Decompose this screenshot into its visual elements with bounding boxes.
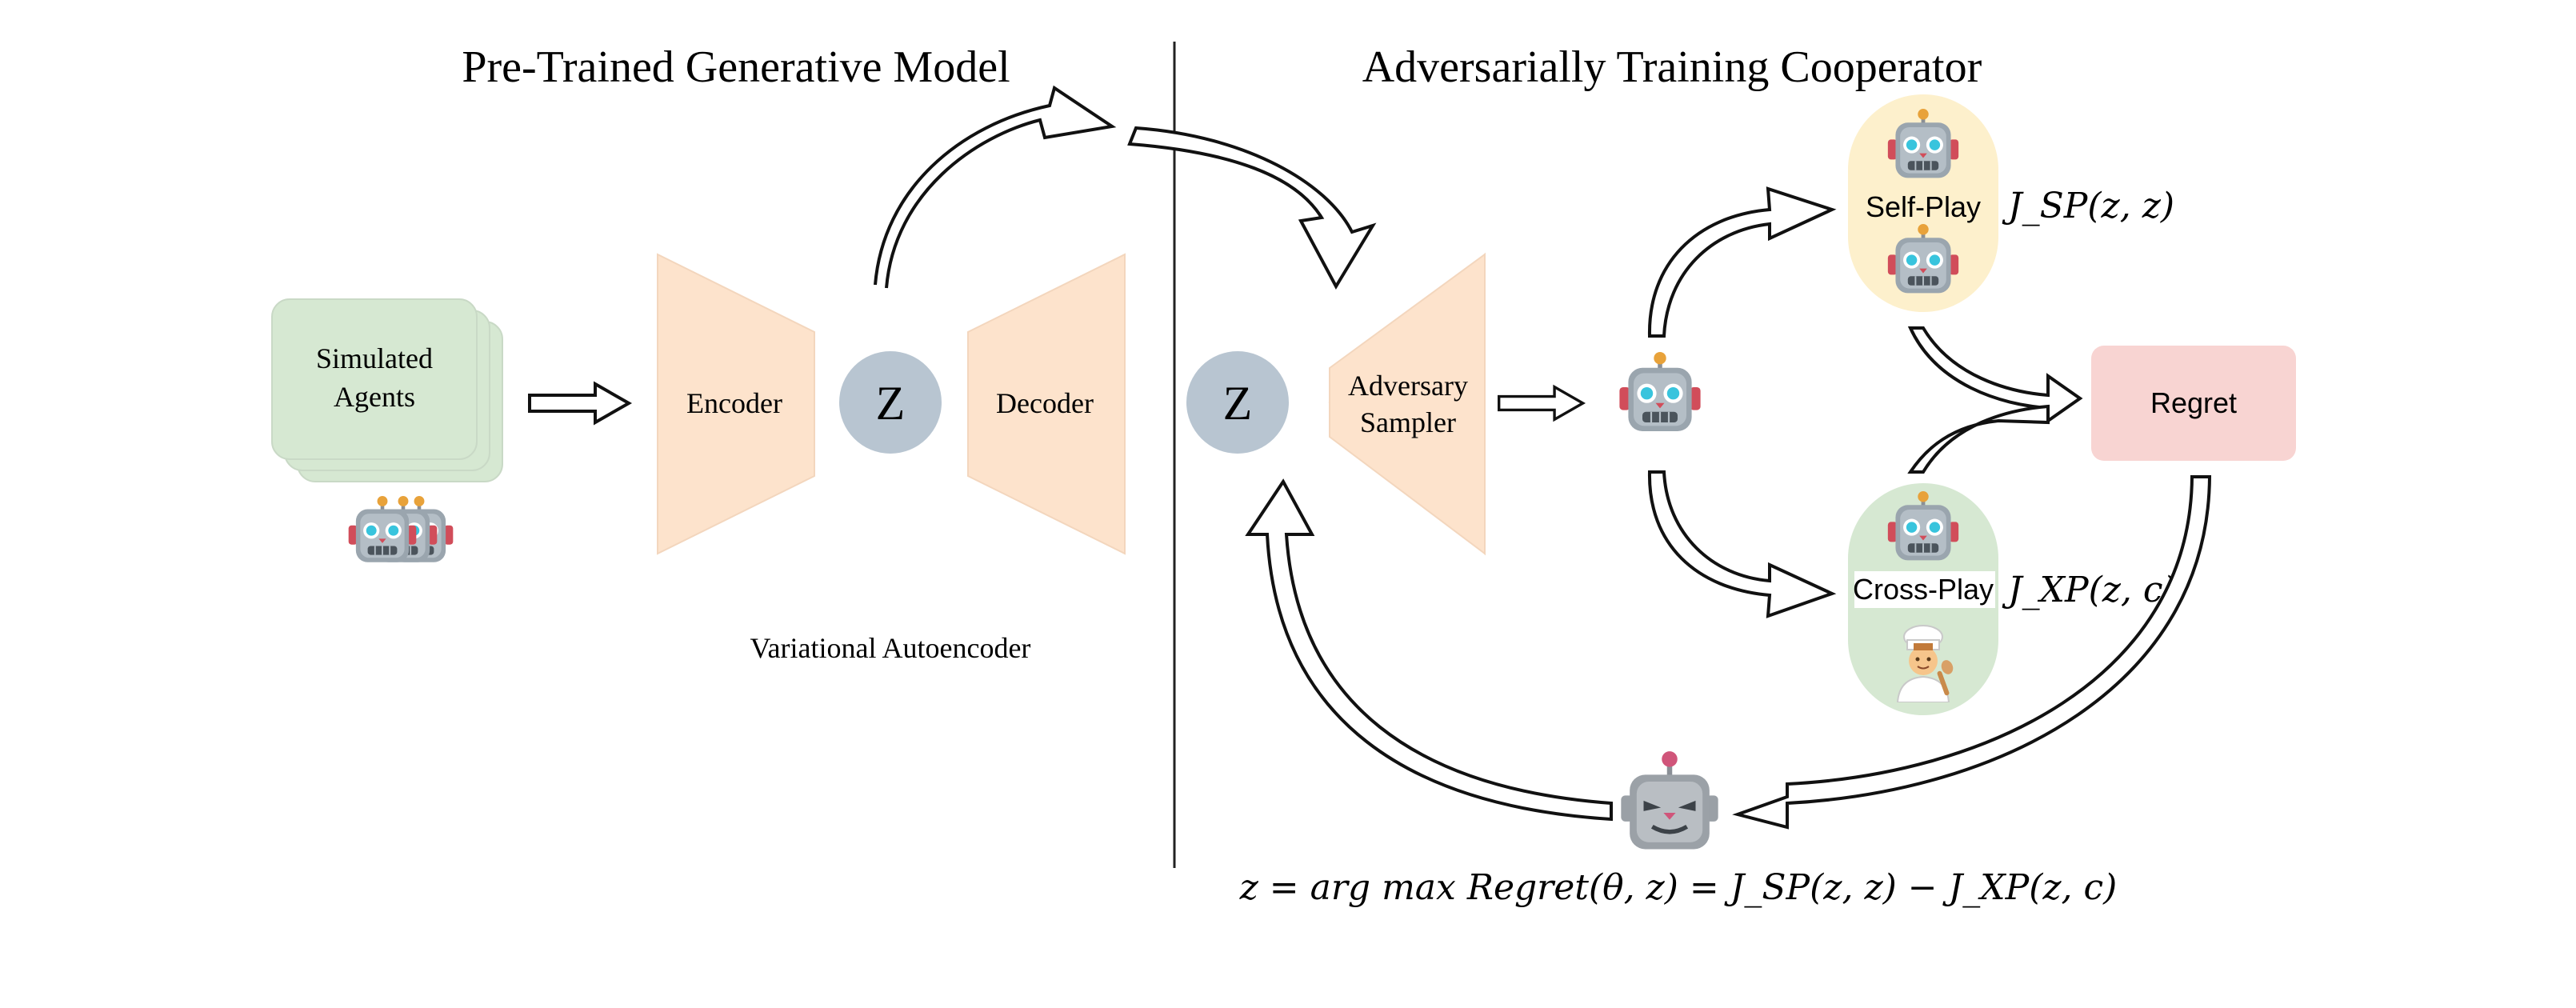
selfplay-panel (1848, 94, 1998, 312)
j-xp-label: J_XP(z, c) (2002, 570, 2177, 610)
encoder-shape (657, 253, 815, 555)
crossplay-label-bg (1854, 571, 1995, 608)
latent-z-label: Z (876, 377, 906, 430)
right-section-title: Adversarially Training Cooperator (1362, 42, 1982, 92)
objective-formula: z = arg max Regret(θ, z) = J_SP(z, z) − … (1239, 867, 2118, 908)
adversary-latent-z-circle (1186, 351, 1289, 454)
j-sp-label: J_SP(z, z) (2002, 186, 2174, 226)
adversary-latent-z-label: Z (1223, 377, 1253, 430)
adversary-robot-icon (1621, 751, 1718, 849)
arrow-sampler-to-agent (1497, 385, 1585, 422)
crossplay-label: Cross-Play (1853, 573, 1994, 606)
arrow-play-to-regret (1907, 326, 2083, 474)
left-section-title: Pre-Trained Generative Model (462, 42, 1010, 92)
adversary-sampler-body (1329, 253, 1486, 556)
arrow-agent-to-selfplay (1647, 186, 1837, 338)
adversary-sampler-label-line2: Sampler (1360, 406, 1456, 438)
decoder-label: Decoder (996, 387, 1094, 419)
simulated-agents-card: Simulated Agents (271, 298, 503, 482)
encoder-label: Encoder (686, 387, 782, 419)
arrow-regret-to-adversary (1732, 475, 2212, 830)
regret-box (2091, 346, 2296, 461)
decoder-shape (967, 253, 1126, 555)
agent-robot-icon (1619, 352, 1700, 431)
arrow-agents-to-encoder (528, 382, 630, 424)
adversary-sampler-label-line1: Adversary (1348, 370, 1468, 402)
arrow-adversary-to-latent (1245, 478, 1613, 822)
regret-label: Regret (2150, 386, 2237, 419)
latent-z-circle (839, 351, 942, 454)
arrow-latent-to-sampler (874, 85, 1377, 290)
robot-group-icon (349, 496, 454, 562)
simulated-agents-label-line2: Agents (334, 381, 415, 413)
selfplay-label: Self-Play (1866, 190, 1981, 223)
simulated-agents-label-line1: Simulated (316, 342, 433, 374)
vae-caption: Variational Autoencoder (750, 632, 1031, 664)
arrow-agent-to-crossplay (1647, 470, 1837, 618)
